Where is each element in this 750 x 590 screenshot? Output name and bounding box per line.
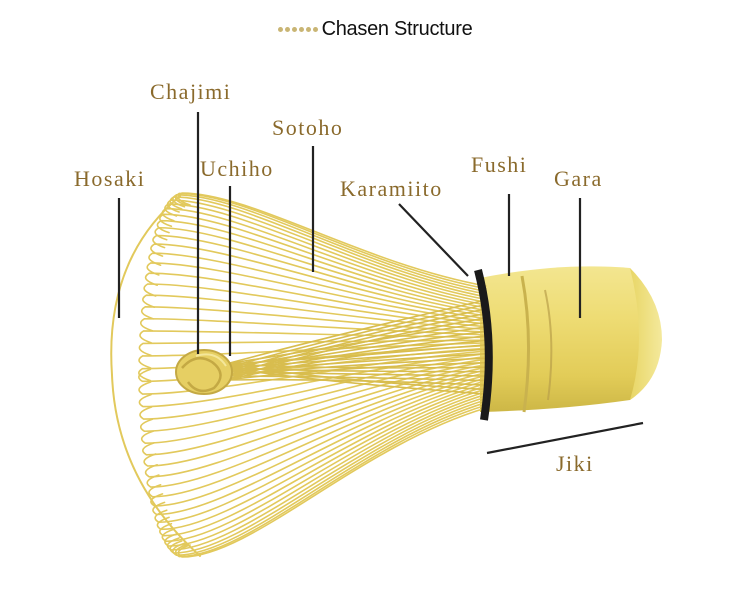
inner-tine <box>225 343 487 365</box>
outer-tine <box>142 363 487 456</box>
node-shadow <box>544 289 553 401</box>
outer-tine <box>152 380 487 516</box>
dot <box>277 26 283 32</box>
outer-tine <box>143 366 487 467</box>
outer-tine <box>159 388 487 537</box>
inner-tine <box>225 367 487 395</box>
dot <box>312 26 318 32</box>
outer-tine <box>164 393 487 547</box>
leader-lines <box>117 112 644 455</box>
label-sotoho: Sotoho <box>272 115 344 140</box>
outer-tine <box>166 396 487 551</box>
title-dots <box>277 26 320 32</box>
outer-tine <box>150 243 487 317</box>
outer-tine <box>146 371 487 488</box>
outer-tine <box>169 399 487 554</box>
outer-tine <box>154 382 487 524</box>
outer-tine <box>161 390 487 543</box>
handle <box>480 266 662 413</box>
inner-tine <box>225 363 487 391</box>
inner-tine <box>225 363 487 369</box>
outer-tine <box>156 219 487 309</box>
label-chajimi: Chajimi <box>150 79 232 104</box>
label-gara: Gara <box>554 166 603 191</box>
leader-karamiito <box>398 203 469 277</box>
label-hosaki: Hosaki <box>74 166 146 191</box>
outer-tine <box>172 401 487 557</box>
title-bar: Chasen Structure <box>0 14 750 44</box>
knot-body <box>175 349 233 395</box>
handle-end <box>630 268 662 400</box>
outer-tine <box>142 294 487 331</box>
outer-tine <box>174 192 487 290</box>
outer-tine <box>156 385 487 531</box>
outer-tine <box>177 192 487 287</box>
karamiito-binding <box>474 269 493 421</box>
page-title: Chasen Structure <box>321 17 473 40</box>
knot-highlight <box>195 353 227 367</box>
inner-tine <box>225 321 487 365</box>
outer-tine <box>143 283 487 328</box>
outer-tine <box>174 404 487 558</box>
outer-tine <box>146 262 487 323</box>
outer-tine <box>148 252 487 320</box>
tine-rim <box>110 195 201 557</box>
label-jiki: Jiki <box>556 451 594 476</box>
outer-tine <box>177 407 487 558</box>
dot <box>298 26 304 32</box>
outer-tine <box>140 361 487 444</box>
outer-tine <box>139 355 487 420</box>
outer-tine <box>144 272 487 325</box>
label-uchiho: Uchiho <box>200 156 274 181</box>
outer-tine <box>159 213 487 306</box>
dot <box>291 26 297 32</box>
tines <box>110 192 487 558</box>
knot-loop <box>181 356 222 393</box>
node-ring <box>520 275 531 413</box>
inner-tine <box>225 375 487 382</box>
inner-tine <box>225 357 487 377</box>
label-karamiito: Karamiito <box>340 176 443 201</box>
dot <box>305 26 311 32</box>
label-fushi: Fushi <box>471 152 528 177</box>
outer-tine <box>144 369 487 478</box>
inner-tine <box>225 299 487 365</box>
outer-tine <box>138 339 487 357</box>
chajimi-knot <box>175 349 233 395</box>
dot <box>284 26 290 32</box>
inner-tine <box>225 378 487 386</box>
leader-jiki <box>486 421 644 455</box>
outer-tine <box>148 374 487 498</box>
outer-tine <box>152 234 487 314</box>
outer-tine <box>154 226 487 312</box>
